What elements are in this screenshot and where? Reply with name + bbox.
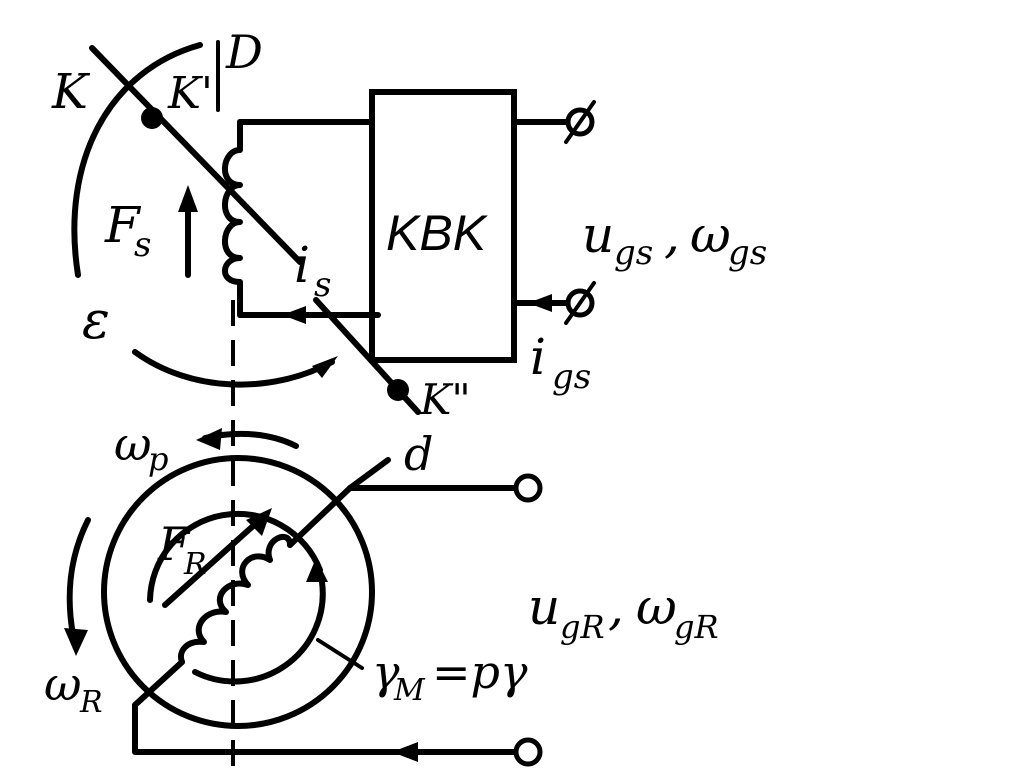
label-fs-sub: s <box>134 225 151 265</box>
rotor-d-axis <box>347 457 391 491</box>
rotor-top-lead <box>287 485 518 548</box>
epsilon-arrowhead <box>312 356 338 378</box>
gamma-arrowhead <box>306 558 328 582</box>
label-ugs-sep: , <box>664 206 680 264</box>
rotor-terminal-bottom <box>513 737 543 767</box>
label-igs-sub: gs <box>552 357 591 397</box>
stator-terminal-bottom-slash <box>564 281 596 325</box>
omega-r-arrowhead <box>64 628 88 656</box>
label-gamma-main: γ <box>372 645 400 699</box>
label-wp-sub: p <box>148 440 168 478</box>
omega-p-arrowhead <box>196 428 222 450</box>
fr-arrow <box>162 515 265 608</box>
label-d-axis: D <box>225 25 263 79</box>
label-ugr-main: u <box>528 578 560 636</box>
epsilon-arrow <box>132 349 335 388</box>
fs-arrowhead <box>178 185 198 212</box>
label-wr-sub: R <box>79 685 103 720</box>
k-axis-upper <box>89 45 303 265</box>
label-k: K <box>51 64 91 120</box>
rotor-inner-ring <box>147 510 323 603</box>
rotor-inner-ring-lower <box>192 579 326 685</box>
stator-arc <box>71 42 203 278</box>
label-converter: KBK <box>386 205 489 261</box>
label-wr-main: ω <box>44 657 82 711</box>
rotor-bottom-lead <box>132 659 518 755</box>
label-igs-main: i <box>530 328 546 386</box>
converter-box <box>369 89 517 363</box>
label-wgs-sub: gs <box>728 233 767 273</box>
rotor-current-arrow <box>392 742 418 762</box>
label-wgr-sub: gR <box>674 608 719 646</box>
label-wgr-main: ω <box>636 578 677 636</box>
stator-coil <box>222 119 243 318</box>
rotor-outer-ring <box>101 455 375 729</box>
label-ugs-main: u <box>582 206 614 264</box>
label-wgs-main: ω <box>690 206 731 264</box>
supply-current-arrow <box>528 294 552 312</box>
stator-terminal-top-slash <box>564 100 596 144</box>
label-is-sub: s <box>314 265 331 305</box>
omega-r-arrow <box>66 517 91 643</box>
rotor-terminal-top <box>513 473 543 503</box>
label-rotor-d: d <box>404 427 433 481</box>
label-fr-main: F <box>157 517 192 571</box>
label-fr-sub: R <box>183 547 207 582</box>
label-ugr-sep: , <box>608 578 624 636</box>
stator-current-arrow <box>282 306 306 324</box>
label-epsilon: ε <box>82 291 110 351</box>
label-ugs-sub: gs <box>614 233 653 273</box>
label-is-main: i <box>294 236 310 294</box>
label-fs-main: F <box>104 196 142 254</box>
label-ugr-sub: gR <box>560 608 605 646</box>
gamma-leader <box>316 638 364 670</box>
label-gamma-eq: =pγ <box>432 645 528 699</box>
label-k-double-prime: K" <box>419 375 471 424</box>
fr-arrowhead <box>246 508 272 536</box>
label-k-prime: K' <box>167 68 213 119</box>
label-gamma-sub: M <box>393 673 426 708</box>
label-wp-main: ω <box>114 417 152 471</box>
point-k-double-prime <box>387 379 409 401</box>
rotor-coil <box>178 533 293 665</box>
point-k-prime <box>141 107 163 129</box>
